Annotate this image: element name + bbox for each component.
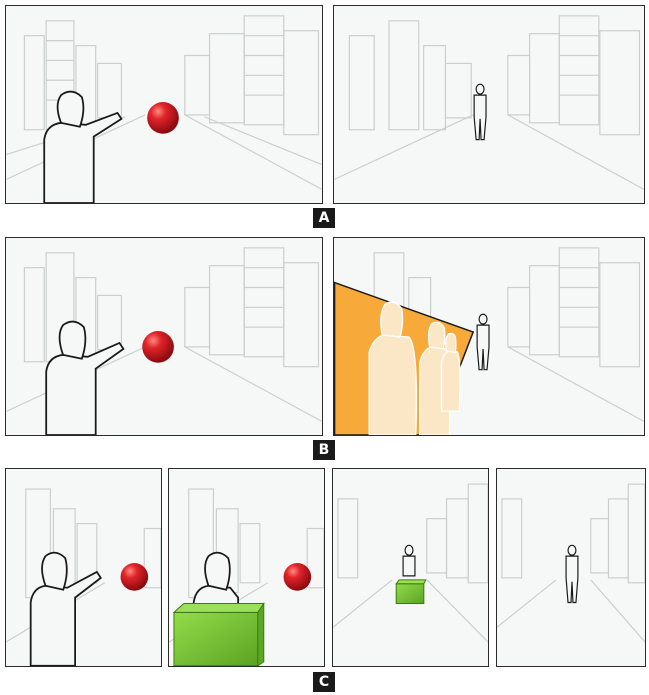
distant-woman-figure (403, 545, 415, 576)
panel-b-right (333, 237, 645, 436)
panel-c-4 (496, 468, 646, 667)
street-scene (6, 238, 322, 435)
distant-woman-figure (566, 545, 578, 602)
small-green-proxy-box (396, 580, 426, 604)
street-scene (333, 469, 488, 666)
panel-a-right (333, 5, 645, 204)
woman-pointing-figure (44, 92, 121, 203)
woman-pointing-figure (46, 322, 123, 435)
panel-c-1 (5, 468, 162, 667)
red-ball (147, 102, 179, 134)
distant-woman-figure (477, 314, 489, 369)
green-proxy-box (174, 604, 264, 666)
street-scene (6, 469, 161, 666)
row-label-c: C (313, 672, 335, 692)
panel-b-left (5, 237, 323, 436)
street-scene (497, 469, 645, 666)
red-ball (284, 563, 312, 591)
panel-a-left (5, 5, 323, 204)
row-label-a: A (313, 208, 335, 228)
distant-woman-figure (474, 84, 486, 139)
row-label-b: B (313, 440, 335, 460)
red-ball (121, 563, 149, 591)
street-scene (169, 469, 324, 666)
street-scene (334, 238, 644, 435)
panel-c-2 (168, 468, 325, 667)
red-ball (142, 331, 174, 363)
street-scene (334, 6, 644, 203)
street-scene (6, 6, 322, 203)
woman-pointing-figure (31, 553, 101, 666)
panel-c-3 (332, 468, 489, 667)
